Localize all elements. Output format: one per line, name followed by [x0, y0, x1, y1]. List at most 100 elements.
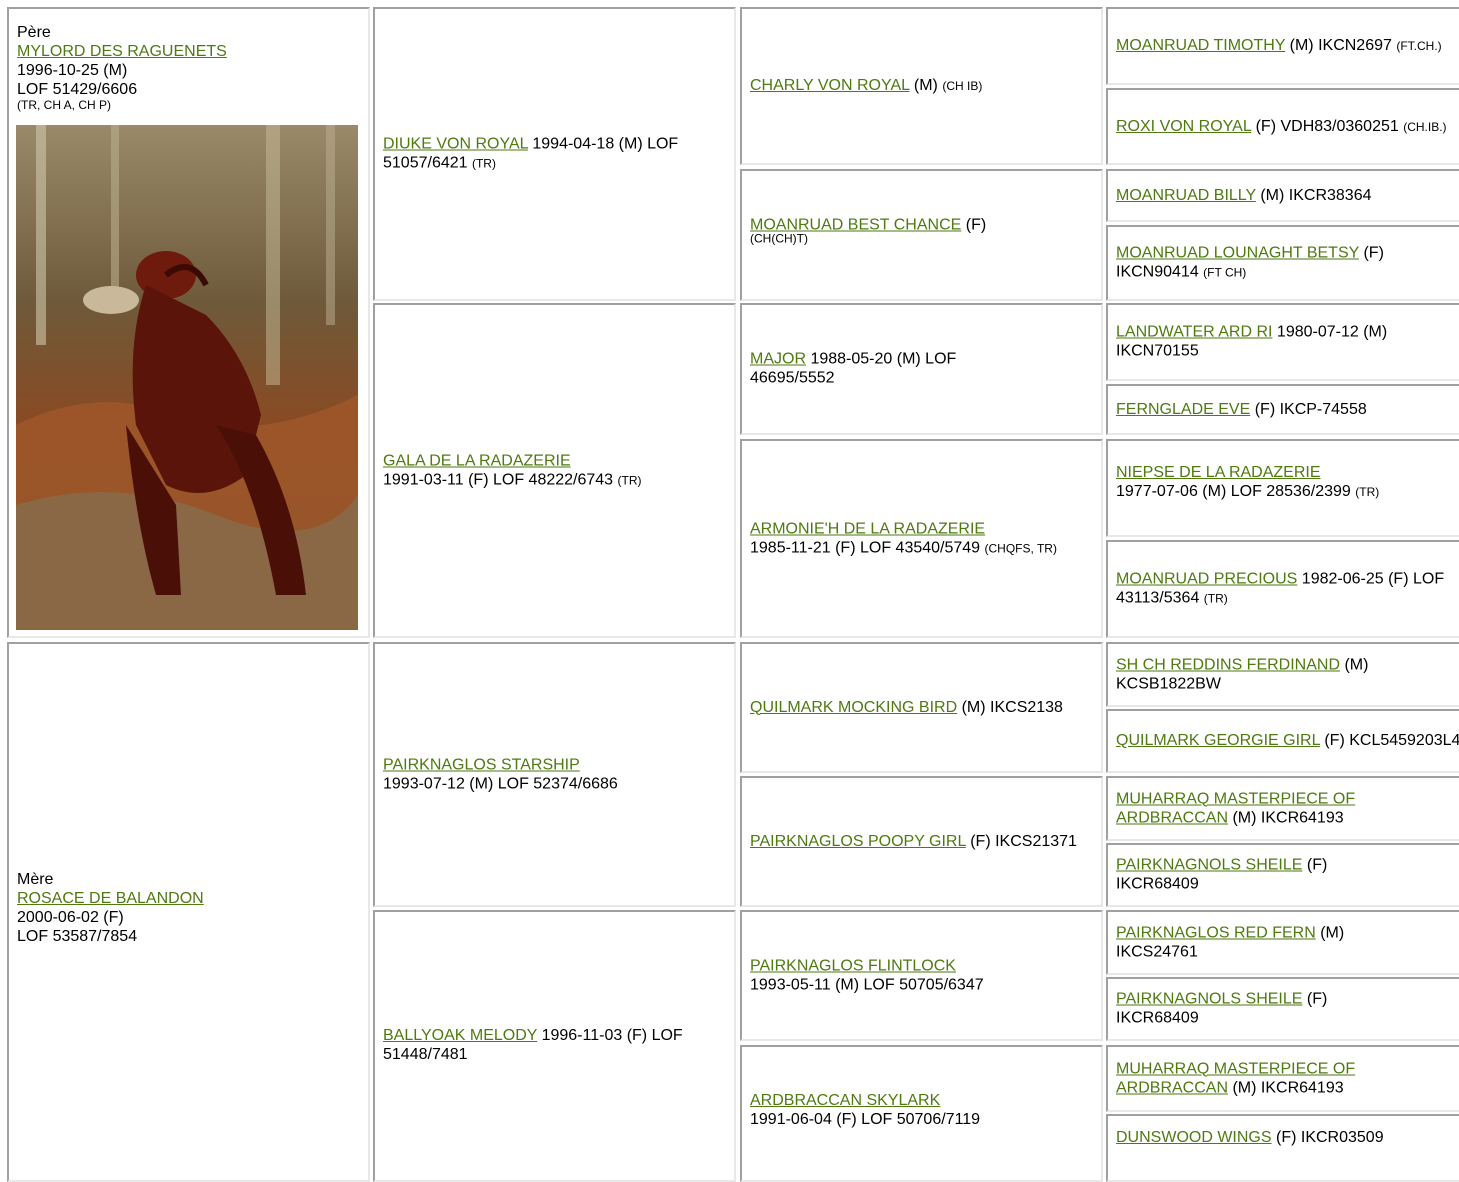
dog-details: (M): [909, 77, 943, 94]
dog-name-link[interactable]: SH CH REDDINS FERDINAND: [1116, 656, 1341, 673]
gen2-cell: PAIRKNAGLOS STARSHIP 1993-07-12 (M) LOF 5…: [373, 642, 736, 907]
pedigree-entry: PAIRKNAGLOS FLINTLOCK 1993-05-11 (M) LOF …: [750, 956, 1097, 995]
dog-titles: (TR): [617, 473, 642, 487]
dog-name-link[interactable]: ARDBRACCAN SKYLARK: [750, 1092, 941, 1109]
gen4-cell: PAIRKNAGNOLS SHEILE (F) IKCR68409: [1106, 977, 1459, 1041]
dog-name-link[interactable]: QUILMARK GEORGIE GIRL: [1116, 732, 1320, 749]
pedigree-entry: PAIRKNAGLOS POOPY GIRL (F) IKCS21371: [750, 832, 1097, 852]
pedigree-entry: QUILMARK GEORGIE GIRL (F) KCL5459203L4: [1116, 731, 1459, 751]
sire-name-link[interactable]: MYLORD DES RAGUENETS: [17, 43, 227, 60]
gen2-cell: DIUKE VON ROYAL 1994-04-18 (M) LOF 51057…: [373, 7, 736, 301]
dog-name-link[interactable]: MOANRUAD BEST CHANCE: [750, 216, 962, 234]
pedigree-entry: MOANRUAD PRECIOUS 1982-06-25 (F) LOF 431…: [1116, 570, 1459, 609]
pedigree-entry: BALLYOAK MELODY 1996-11-03 (F) LOF 51448…: [383, 1026, 730, 1065]
dam-heading: Mère: [17, 871, 54, 888]
dog-name-link[interactable]: BALLYOAK MELODY: [383, 1027, 538, 1044]
pedigree-entry: NIEPSE DE LA RADAZERIE 1977-07-06 (M) LOF…: [1116, 463, 1459, 502]
dam-info: Mère ROSACE DE BALANDON 2000-06-02 (F) L…: [17, 870, 364, 946]
gen4-cell: SH CH REDDINS FERDINAND (M) KCSB1822BW: [1106, 642, 1459, 707]
gen4-cell: PAIRKNAGNOLS SHEILE (F) IKCR68409: [1106, 843, 1459, 907]
gen4-cell: DUNSWOOD WINGS (F) IKCR03509: [1106, 1114, 1459, 1182]
dog-details: 1994-04-18 (M) LOF 51057/6421: [383, 135, 679, 172]
dog-details: 1996-11-03 (F) LOF 51448/7481: [383, 1027, 683, 1063]
sire-info: Père MYLORD DES RAGUENETS 1996-10-25 (M)…: [17, 23, 364, 112]
gen3-cell: CHARLY VON ROYAL (M) (CH IB): [740, 7, 1103, 165]
gen4-cell: MUHARRAQ MASTERPIECE OF ARDBRACCAN (M) I…: [1106, 1045, 1459, 1112]
dog-details: 1993-05-11 (M) LOF 50705/6347: [750, 976, 984, 993]
dog-name-link[interactable]: MOANRUAD LOUNAGHT BETSY: [1116, 244, 1360, 262]
dog-details: (M) IKCS24761: [1116, 924, 1345, 960]
dog-details: 1982-06-25 (F) LOF 43113/5364: [1116, 570, 1445, 607]
dog-details: 1993-07-12 (M) LOF 52374/6686: [383, 775, 618, 792]
pedigree-entry: MOANRUAD LOUNAGHT BETSY (F) IKCN90414 (F…: [1116, 244, 1459, 283]
dog-details: 1980-07-12 (M) IKCN70155: [1116, 323, 1388, 360]
dog-name-link[interactable]: PAIRKNAGNOLS SHEILE: [1116, 856, 1303, 874]
dog-name-link[interactable]: NIEPSE DE LA RADAZERIE: [1116, 464, 1321, 481]
irish-setter-photo-icon: [16, 125, 358, 630]
pedigree-entry: ARMONIE'H DE LA RADAZERIE 1985-11-21 (F) …: [750, 519, 1097, 558]
pedigree-entry: MOANRUAD BILLY (M) IKCR38364: [1116, 186, 1459, 206]
dog-details: (F) IKCN90414: [1116, 244, 1384, 281]
dog-name-link[interactable]: DIUKE VON ROYAL: [383, 135, 528, 153]
dog-name-link[interactable]: PAIRKNAGLOS FLINTLOCK: [750, 957, 956, 974]
dog-details: 1977-07-06 (M) LOF 28536/2399: [1116, 483, 1356, 500]
dog-name-link[interactable]: MOANRUAD TIMOTHY: [1116, 37, 1286, 54]
dog-name-link[interactable]: PAIRKNAGNOLS SHEILE: [1116, 990, 1303, 1008]
dog-details: (F): [961, 216, 987, 234]
dog-name-link[interactable]: CHARLY VON ROYAL: [750, 77, 910, 94]
dog-name-link[interactable]: MUHARRAQ MASTERPIECE OF ARDBRACCAN: [1116, 1060, 1356, 1096]
dam-registration: LOF 53587/7854: [17, 928, 138, 945]
pedigree-entry: SH CH REDDINS FERDINAND (M) KCSB1822BW: [1116, 655, 1459, 694]
dog-name-link[interactable]: LANDWATER ARD RI: [1116, 323, 1273, 341]
pedigree-entry: MOANRUAD TIMOTHY (M) IKCN2697 (FT.CH.): [1116, 36, 1459, 56]
sire-photo: [16, 125, 358, 630]
dog-name-link[interactable]: DUNSWOOD WINGS: [1116, 1129, 1272, 1146]
dog-name-link[interactable]: PAIRKNAGLOS RED FERN: [1116, 924, 1316, 941]
dog-name-link[interactable]: MAJOR: [750, 350, 806, 368]
dog-name-link[interactable]: MUHARRAQ MASTERPIECE OF ARDBRACCAN: [1116, 790, 1356, 826]
dog-name-link[interactable]: MOANRUAD PRECIOUS: [1116, 570, 1298, 588]
gen4-cell: QUILMARK GEORGIE GIRL (F) KCL5459203L4: [1106, 709, 1459, 773]
dog-name-link[interactable]: PAIRKNAGLOS STARSHIP: [383, 756, 580, 773]
dog-titles: (FT.CH.): [1396, 39, 1442, 53]
sire-cell: Père MYLORD DES RAGUENETS 1996-10-25 (M)…: [7, 7, 370, 638]
gen3-cell: QUILMARK MOCKING BIRD (M) IKCS2138: [740, 642, 1103, 773]
dog-titles: (CH.IB.): [1403, 119, 1447, 134]
dog-details: (F) IKCR68409: [1116, 856, 1328, 893]
dog-titles: (TR): [1355, 485, 1380, 499]
dog-details: 1988-05-20 (M) LOF 46695/5552: [750, 350, 957, 387]
dog-name-link[interactable]: QUILMARK MOCKING BIRD: [750, 698, 958, 716]
pedigree-entry: DUNSWOOD WINGS (F) IKCR03509: [1116, 1128, 1459, 1148]
dam-name-link[interactable]: ROSACE DE BALANDON: [17, 890, 204, 907]
pedigree-entry: MAJOR 1988-05-20 (M) LOF 46695/5552: [750, 350, 1041, 389]
pedigree-entry: ROXI VON ROYAL (F) VDH83/0360251 (CH.IB.…: [1116, 117, 1459, 137]
dog-details: (M) IKCR64193: [1228, 1079, 1344, 1096]
dog-details: 1991-06-04 (F) LOF 50706/7119: [750, 1111, 981, 1128]
dog-name-link[interactable]: ARMONIE'H DE LA RADAZERIE: [750, 520, 986, 537]
dog-details: (F) IKCR68409: [1116, 990, 1328, 1027]
dog-name-link[interactable]: FERNGLADE EVE: [1116, 400, 1251, 418]
dog-name-link[interactable]: GALA DE LA RADAZERIE: [383, 452, 571, 469]
pedigree-entry: MOANRUAD BEST CHANCE (F) (CH(CH)T): [750, 216, 1097, 255]
gen3-cell: PAIRKNAGLOS FLINTLOCK 1993-05-11 (M) LOF …: [740, 910, 1103, 1041]
dam-birth: 2000-06-02 (F): [17, 909, 124, 926]
pedigree-entry: LANDWATER ARD RI 1980-07-12 (M) IKCN7015…: [1116, 323, 1459, 362]
gen4-cell: ROXI VON ROYAL (F) VDH83/0360251 (CH.IB.…: [1106, 88, 1459, 165]
gen4-cell: MUHARRAQ MASTERPIECE OF ARDBRACCAN (M) I…: [1106, 776, 1459, 841]
pedigree-entry: DIUKE VON ROYAL 1994-04-18 (M) LOF 51057…: [383, 135, 730, 174]
dam-cell: Mère ROSACE DE BALANDON 2000-06-02 (F) L…: [7, 642, 370, 1182]
dog-name-link[interactable]: PAIRKNAGLOS POOPY GIRL: [750, 832, 966, 850]
gen3-cell: MOANRUAD BEST CHANCE (F) (CH(CH)T): [740, 169, 1103, 301]
pedigree-entry: PAIRKNAGNOLS SHEILE (F) IKCR68409: [1116, 990, 1409, 1029]
dog-titles: (TR): [1203, 591, 1228, 606]
gen4-cell: NIEPSE DE LA RADAZERIE 1977-07-06 (M) LOF…: [1106, 439, 1459, 537]
dog-details: 1985-11-21 (F) LOF 43540/5749: [750, 539, 985, 556]
pedigree-entry: MUHARRAQ MASTERPIECE OF ARDBRACCAN (M) I…: [1116, 789, 1429, 828]
dog-titles: (FT CH): [1203, 265, 1247, 280]
gen3-cell: PAIRKNAGLOS POOPY GIRL (F) IKCS21371: [740, 776, 1103, 907]
dog-name-link[interactable]: MOANRUAD BILLY: [1116, 186, 1256, 204]
pedigree-entry: QUILMARK MOCKING BIRD (M) IKCS2138: [750, 698, 1097, 718]
dog-name-link[interactable]: ROXI VON ROYAL: [1116, 117, 1252, 135]
